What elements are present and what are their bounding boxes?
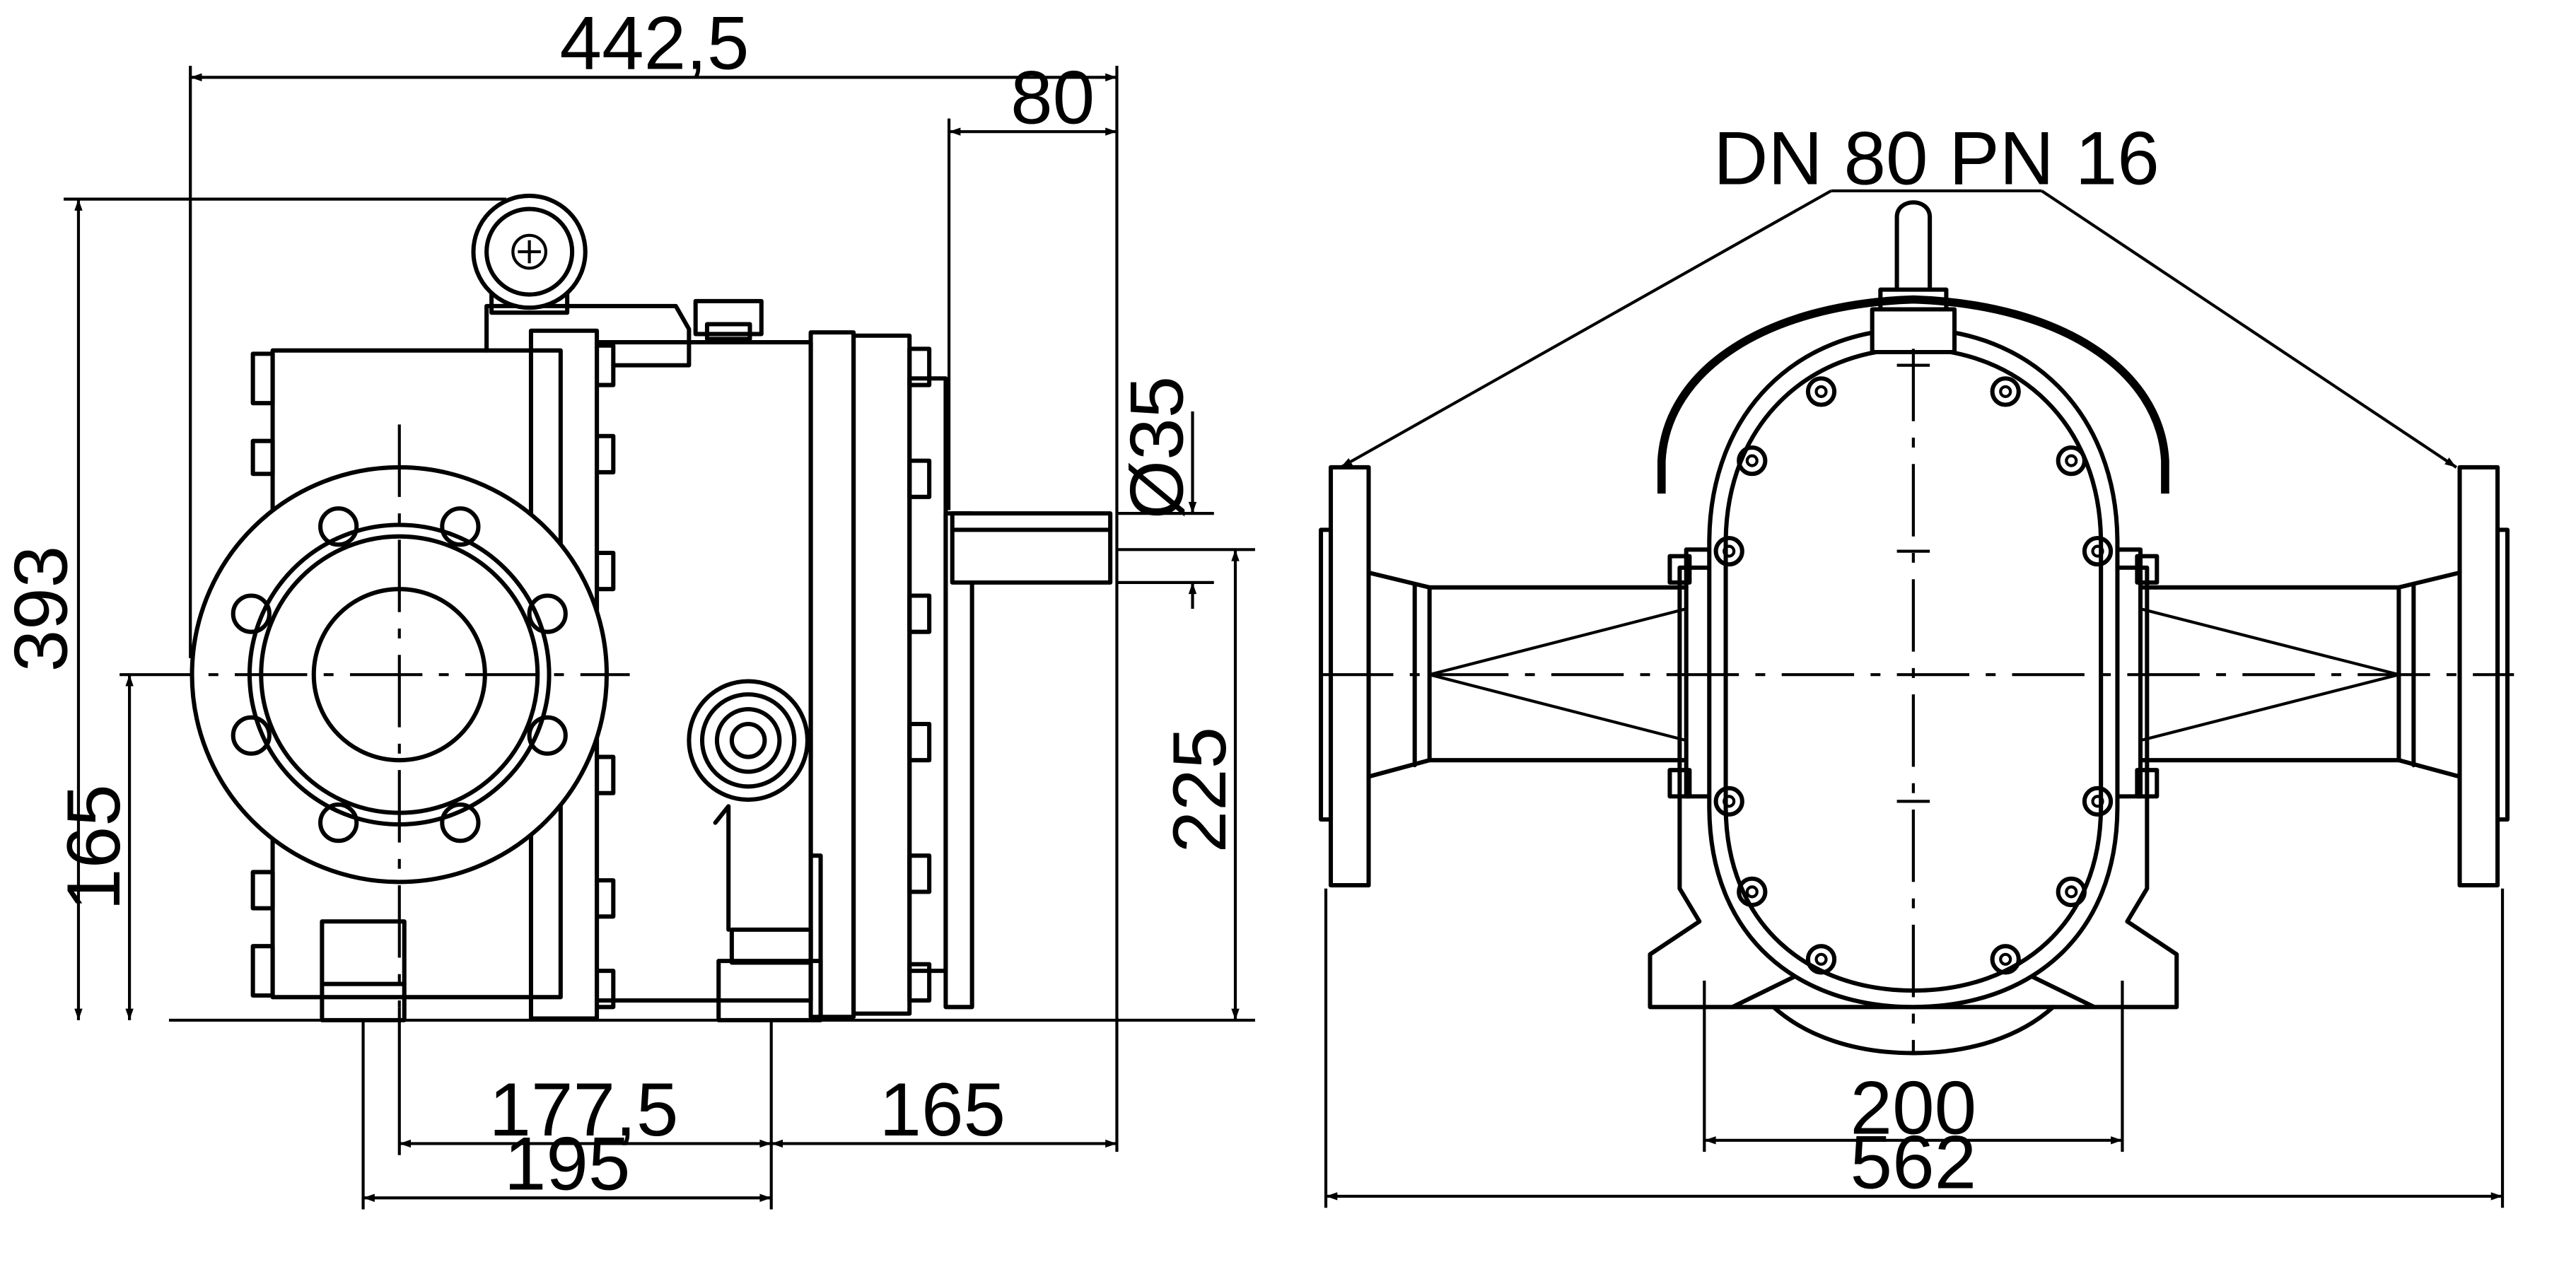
left-port xyxy=(1319,465,1689,888)
right-port xyxy=(2138,465,2510,888)
front-dimensions: 200 562 xyxy=(1324,888,2505,1208)
dim-foot-to-shaft-end: 165 xyxy=(879,1067,1006,1152)
drain-plug xyxy=(687,679,810,802)
flange-callout: DN 80 PN 16 xyxy=(1339,116,2458,469)
side-view: 442,5 80 Ø35 393 165 225 xyxy=(0,1,1255,1210)
dim-foot-hole-spacing: 200 xyxy=(1851,1065,1977,1150)
front-view: DN 80 PN 16 200 562 xyxy=(1319,116,2514,1208)
dim-inlet-height: 165 xyxy=(51,784,136,911)
side-bolts xyxy=(250,343,932,1010)
dim-shaft-projection: 80 xyxy=(1010,55,1095,140)
drive-shaft xyxy=(950,511,1113,585)
flange-label: DN 80 PN 16 xyxy=(1713,116,2160,201)
dim-overall-length: 442,5 xyxy=(560,1,750,86)
dim-shaft-diameter: Ø35 xyxy=(1114,376,1199,519)
cover-bolts xyxy=(1713,376,2114,975)
dim-shaft-height: 225 xyxy=(1157,727,1242,853)
lifting-eye xyxy=(471,193,588,315)
side-dimensions: 442,5 80 Ø35 393 165 225 xyxy=(0,1,1255,1210)
flange-bolt-holes xyxy=(231,506,568,843)
dim-flange-to-foot: 177,5 xyxy=(489,1067,678,1152)
pump-body xyxy=(250,298,974,1021)
dim-foot-spacing: 195 xyxy=(504,1121,631,1206)
dim-overall-height: 393 xyxy=(0,546,83,672)
dim-overall-width: 562 xyxy=(1851,1119,1977,1204)
